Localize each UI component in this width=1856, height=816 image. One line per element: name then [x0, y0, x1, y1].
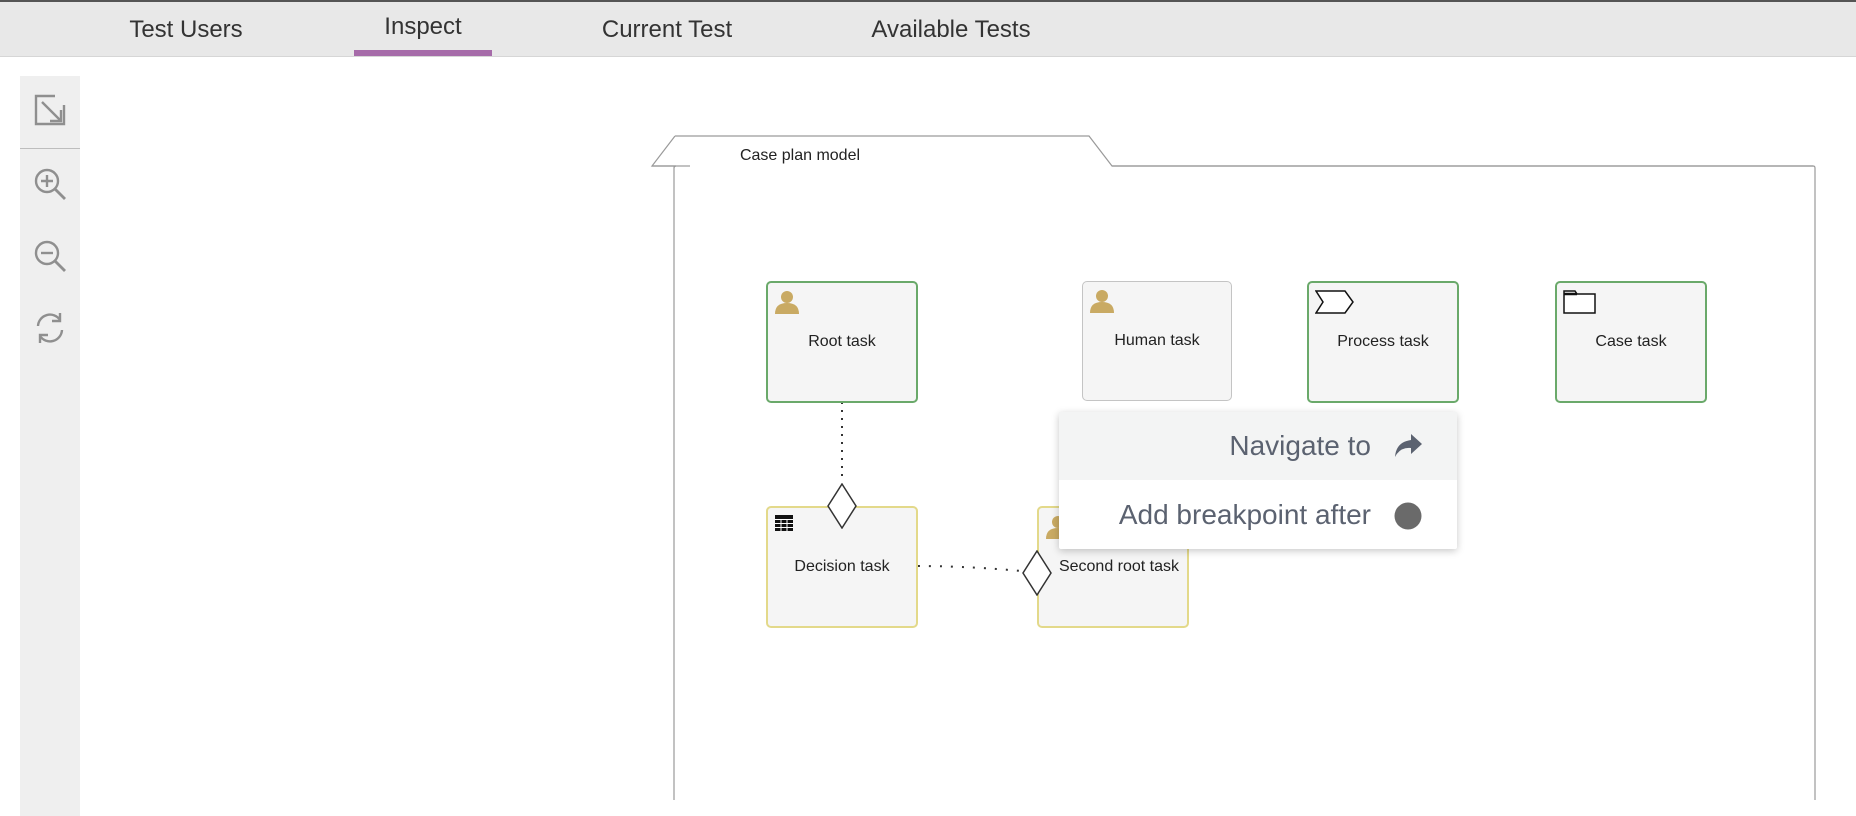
root-task-node[interactable]: Root task: [766, 281, 918, 403]
tab-test-users[interactable]: Test Users: [129, 16, 243, 43]
node-label: Case task: [1595, 333, 1667, 350]
process-task-node[interactable]: Process task: [1307, 281, 1459, 403]
decision-table-icon: [775, 515, 793, 531]
node-label: Decision task: [794, 558, 890, 575]
menu-item-navigate-to[interactable]: Navigate to: [1059, 412, 1457, 480]
diagram-toolbar: [20, 76, 80, 816]
human-task-node[interactable]: Human task: [1082, 281, 1232, 401]
refresh-icon: [36, 313, 64, 343]
case-task-node[interactable]: Case task: [1555, 281, 1707, 403]
node-label: Second root task: [1058, 558, 1180, 575]
node-label: Process task: [1337, 333, 1429, 350]
toolbar-divider: [20, 148, 80, 149]
user-icon: [775, 291, 799, 314]
case-plan-frame: [650, 135, 1816, 800]
folder-icon: [1563, 290, 1596, 314]
process-chevron-icon: [1315, 290, 1354, 314]
entry-criterion-diamond[interactable]: [1022, 550, 1052, 596]
top-border: [0, 0, 1856, 2]
tab-bar: Test Users Inspect Current Test Availabl…: [0, 2, 1856, 57]
context-menu: Navigate to Add breakpoint after: [1059, 412, 1457, 549]
menu-item-label: Navigate to: [1229, 430, 1371, 461]
diagram-canvas[interactable]: Case plan model Root task Human task Pro…: [600, 120, 1856, 800]
tab-available-tests[interactable]: Available Tests: [871, 16, 1031, 43]
active-tab-indicator: [354, 50, 492, 56]
fit-to-screen-button[interactable]: [20, 80, 80, 140]
zoom-out-button[interactable]: [20, 226, 80, 286]
menu-item-add-breakpoint-after[interactable]: Add breakpoint after: [1059, 481, 1457, 549]
zoom-in-button[interactable]: [20, 154, 80, 214]
share-arrow-icon: [1395, 434, 1422, 457]
zoom-in-icon: [34, 168, 66, 200]
refresh-button[interactable]: [20, 298, 80, 358]
tab-inspect[interactable]: Inspect: [384, 13, 462, 40]
case-plan-label: Case plan model: [739, 147, 861, 164]
resize-diagonal-icon: [34, 94, 66, 126]
node-label: Root task: [808, 333, 876, 350]
breakpoint-circle-icon: [1394, 502, 1422, 530]
tab-current-test[interactable]: Current Test: [601, 16, 733, 43]
node-label: Human task: [1114, 332, 1200, 349]
menu-item-label: Add breakpoint after: [1118, 499, 1371, 530]
entry-criterion-diamond[interactable]: [827, 483, 857, 529]
user-icon: [1090, 290, 1114, 313]
zoom-out-icon: [34, 240, 66, 272]
